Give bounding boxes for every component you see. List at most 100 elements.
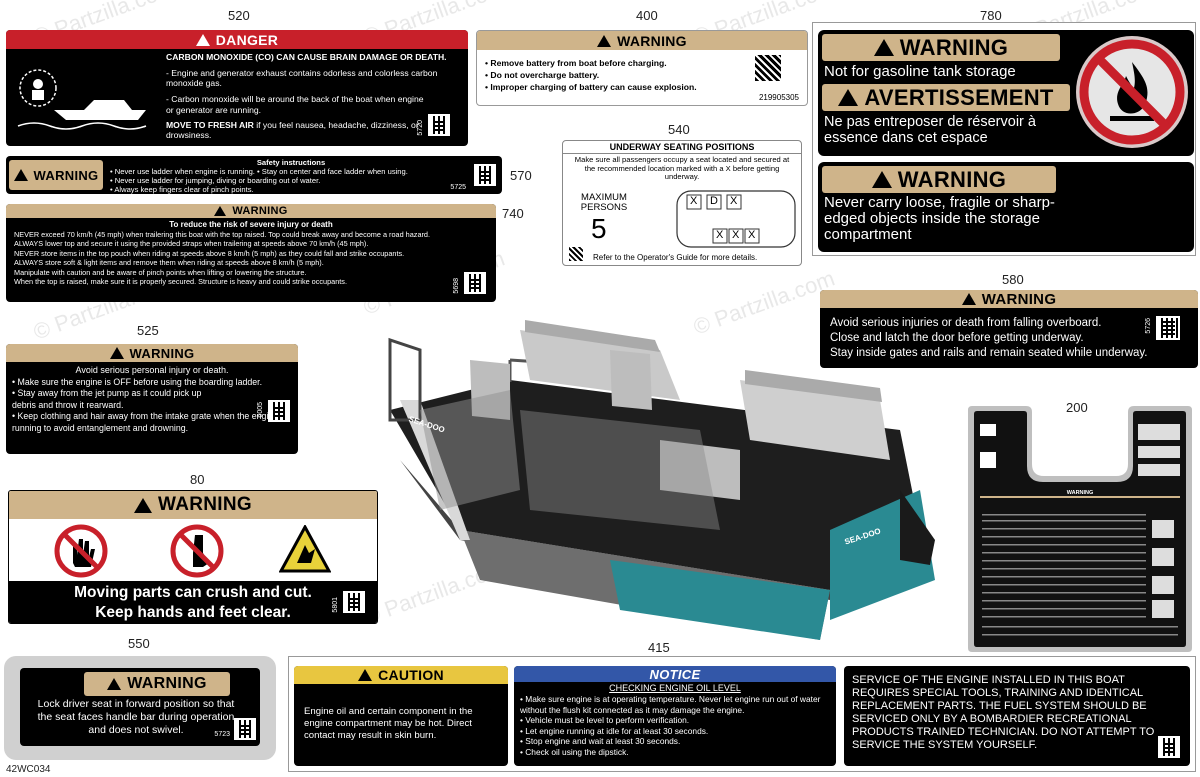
header-label: CAUTION: [378, 667, 444, 683]
ladder-bullet-2: • Never use ladder for jumping, diving o…: [110, 176, 321, 186]
no-feet-icon: [169, 523, 225, 579]
warning-triangle-icon: [214, 206, 227, 216]
jet-pump-bullet-1: • Make sure the engine is OFF before usi…: [12, 377, 263, 387]
decal-780-warning-storage: WARNING Never carry loose, fragile or sh…: [818, 162, 1194, 252]
decal-header-french: AVERTISSEMENT: [822, 84, 1070, 111]
notice-bullet-1: • Make sure engine is at operating tempe…: [520, 694, 821, 715]
notice-title: CHECKING ENGINE OIL LEVEL: [609, 683, 741, 693]
warning-triangle-icon: [358, 669, 373, 681]
decal-header: WARNING: [477, 31, 807, 50]
decal-header: WARNING: [9, 160, 103, 190]
header-label: NOTICE: [649, 666, 701, 682]
co-pictogram: [14, 58, 158, 136]
header-label: WARNING: [127, 675, 207, 692]
seating-footer: Refer to the Operator's Guide for more d…: [593, 253, 758, 262]
header-label: WARNING: [981, 290, 1057, 308]
overboard-line-1: Avoid serious injuries or death from fal…: [830, 317, 1102, 329]
warning-triangle-icon: [134, 497, 153, 513]
qr-code-icon: [464, 272, 486, 294]
callout-520: 520: [228, 8, 250, 23]
pontoon-boat-illustration: SEA-DOO SEA-DOO: [360, 290, 960, 650]
decal-200-large-label: WARNING: [966, 404, 1194, 654]
notice-bullet-3: • Let engine running at idle for at leas…: [520, 725, 709, 736]
callout-80: 80: [190, 472, 205, 487]
warning-triangle-icon: [107, 678, 122, 690]
decal-415-service-engine: SERVICE OF THE ENGINE INSTALLED IN THIS …: [844, 666, 1190, 766]
decal-header: WARNING: [822, 166, 1056, 193]
moving-parts-line-2: Keep hands and feet clear.: [95, 604, 291, 622]
header-label: WARNING: [232, 205, 288, 217]
battery-bullet-3: • Improper charging of battery can cause…: [485, 82, 697, 93]
overboard-line-3: Stay inside gates and rails and remain s…: [830, 346, 1148, 359]
header-label: WARNING: [897, 166, 1007, 192]
top-line-5: Manipulate with caution and be aware of …: [14, 267, 307, 277]
decal-header: NOTICE: [514, 666, 836, 682]
jet-pump-bullet-2: • Stay away from the jet pump as it coul…: [12, 388, 202, 410]
decal-header: CAUTION: [294, 666, 508, 684]
service-text: SERVICE OF THE ENGINE INSTALLED IN THIS …: [852, 674, 1155, 751]
seating-title: UNDERWAY SEATING POSITIONS: [563, 141, 801, 154]
caution-text: Engine oil and certain component in the …: [304, 706, 473, 741]
qr-code-icon: [343, 591, 365, 613]
fresh-air-label: MOVE TO FRESH AIR: [166, 119, 254, 130]
callout-200: 200: [1066, 400, 1088, 415]
decal-code: 5801: [332, 597, 339, 613]
decal-header: WARNING: [84, 672, 230, 696]
gasoline-warning-text-french: Ne pas entreposer de réservoir à essence…: [824, 114, 1036, 147]
header-label: WARNING: [158, 494, 252, 515]
decal-header: WARNING: [6, 204, 496, 218]
decal-header: WARNING: [822, 34, 1060, 61]
decal-580-warning-overboard: WARNING Avoid serious injuries or death …: [820, 290, 1198, 368]
crush-hazard-icon: [278, 523, 332, 573]
header-label: DANGER: [215, 31, 279, 48]
seat-mark: X: [690, 195, 698, 207]
warning-triangle-icon: [961, 293, 976, 305]
callout-415: 415: [648, 640, 670, 655]
decal-780-warning-gasoline: WARNING Not for gasoline tank storage AV…: [818, 30, 1194, 156]
warning-triangle-icon: [109, 347, 124, 359]
decal-415-notice-oil-level: NOTICE CHECKING ENGINE OIL LEVEL • Make …: [514, 666, 836, 766]
decal-code: 5723: [214, 731, 230, 738]
seat-mark: X: [732, 229, 740, 241]
header-label: AVERTISSEMENT: [864, 84, 1054, 110]
storage-warning-text: Never carry loose, fragile or sharp-edge…: [824, 194, 1055, 243]
decal-code: 5725: [450, 184, 466, 191]
header-label: WARNING: [899, 34, 1009, 60]
qr-code-icon: [474, 164, 496, 186]
warning-triangle-icon: [195, 33, 210, 46]
callout-550: 550: [128, 636, 150, 651]
warning-triangle-icon: [873, 39, 894, 56]
decal-80-warning-moving-parts: WARNING Moving parts can crush and cut. …: [8, 490, 378, 624]
decal-code: 6005: [257, 402, 264, 418]
top-line-4: ALWAYS store soft & light items and remo…: [14, 258, 324, 268]
ladder-title: Safety instructions: [256, 158, 326, 167]
large-label-header: WARNING: [1066, 490, 1094, 496]
seat-mark: X: [748, 229, 756, 241]
top-line-3: NEVER store items in the top pouch when …: [14, 248, 405, 258]
decal-520-danger-carbon-monoxide: DANGER CARBON MONOXIDE (CO) CAN CAUSE BR…: [6, 30, 468, 146]
top-line-2: ALWAYS lower top and secure it using the…: [14, 239, 369, 249]
moving-parts-panel: Moving parts can crush and cut. Keep han…: [9, 581, 377, 623]
battery-bullet-1: • Remove battery from boat before chargi…: [485, 58, 667, 68]
seat-mark: X: [730, 195, 738, 207]
decal-header: WARNING: [9, 491, 377, 519]
seat-mark: X: [716, 229, 724, 241]
callout-570: 570: [510, 168, 532, 183]
qr-code-icon: [428, 114, 450, 136]
notice-bullet-5: • Check oil using the dipstick.: [520, 746, 629, 757]
qr-code-icon: [755, 55, 781, 81]
notice-bullet-2: • Vehicle must be level to perform verif…: [520, 715, 690, 726]
ladder-bullet-1: • Never use ladder when engine is runnin…: [110, 167, 408, 177]
decal-540-seating-positions: UNDERWAY SEATING POSITIONS Make sure all…: [562, 140, 802, 266]
decal-code: 5720: [417, 120, 424, 136]
top-line-6: When the top is raised, make sure it is …: [14, 277, 347, 287]
callout-740: 740: [502, 206, 524, 221]
notice-bullet-4: • Stop engine and wait at least 30 secon…: [520, 736, 681, 747]
jet-pump-title: Avoid serious personal injury or death.: [75, 365, 229, 375]
driver-seat-text: Lock driver seat in forward position so …: [37, 698, 235, 737]
ladder-bullet-3: • Always keep fingers clear of pinch poi…: [110, 185, 254, 194]
qr-code-icon: [1156, 316, 1180, 340]
moving-parts-line-1: Moving parts can crush and cut.: [74, 584, 312, 601]
decal-header: DANGER: [6, 30, 468, 49]
callout-580: 580: [1002, 272, 1024, 287]
